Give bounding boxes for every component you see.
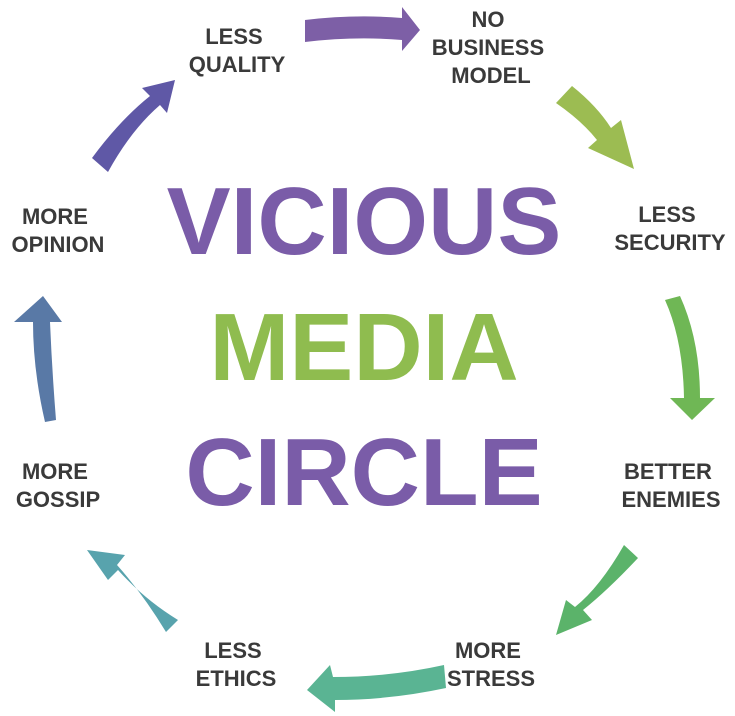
node-more-gossip-line1: MORE [22, 459, 88, 484]
title-circle: CIRCLE [185, 419, 542, 526]
node-no-business-model-line2: BUSINESS [432, 35, 544, 60]
node-less-quality-line1: LESS [205, 24, 262, 49]
arrow-ethics-to-gossip [87, 550, 178, 632]
node-more-gossip: MORE GOSSIP [16, 459, 100, 512]
arrow-quality-to-business [305, 7, 420, 51]
node-less-quality: LESS QUALITY [189, 24, 286, 77]
node-less-security: LESS SECURITY [614, 202, 726, 255]
node-better-enemies-line2: ENEMIES [621, 487, 720, 512]
node-less-ethics-line2: ETHICS [196, 666, 277, 691]
node-more-gossip-line2: GOSSIP [16, 487, 100, 512]
node-more-stress-line2: STRESS [447, 666, 535, 691]
node-less-security-line1: LESS [638, 202, 695, 227]
arrow-gossip-to-opinion [14, 296, 62, 422]
node-less-ethics: LESS ETHICS [196, 638, 277, 691]
node-no-business-model-line3: MODEL [451, 63, 530, 88]
node-less-security-line2: SECURITY [614, 230, 726, 255]
title-media: MEDIA [209, 294, 518, 401]
arrow-business-to-security [556, 86, 634, 169]
node-better-enemies: BETTER ENEMIES [621, 459, 720, 512]
node-more-opinion: MORE OPINION [12, 204, 105, 257]
node-better-enemies-line1: BETTER [624, 459, 712, 484]
title-vicious: VICIOUS [167, 168, 562, 275]
node-more-opinion-line1: MORE [22, 204, 88, 229]
arrow-opinion-to-quality [92, 80, 175, 172]
node-no-business-model-line1: NO [471, 7, 504, 32]
node-less-quality-line2: QUALITY [189, 52, 286, 77]
node-more-stress: MORE STRESS [447, 638, 535, 691]
node-no-business-model: NO BUSINESS MODEL [432, 7, 551, 88]
arrow-security-to-enemies [665, 296, 715, 420]
node-less-ethics-line1: LESS [204, 638, 261, 663]
node-more-opinion-line2: OPINION [12, 232, 105, 257]
arrow-stress-to-ethics [307, 665, 446, 712]
node-more-stress-line1: MORE [455, 638, 521, 663]
arrow-enemies-to-stress [556, 545, 638, 635]
